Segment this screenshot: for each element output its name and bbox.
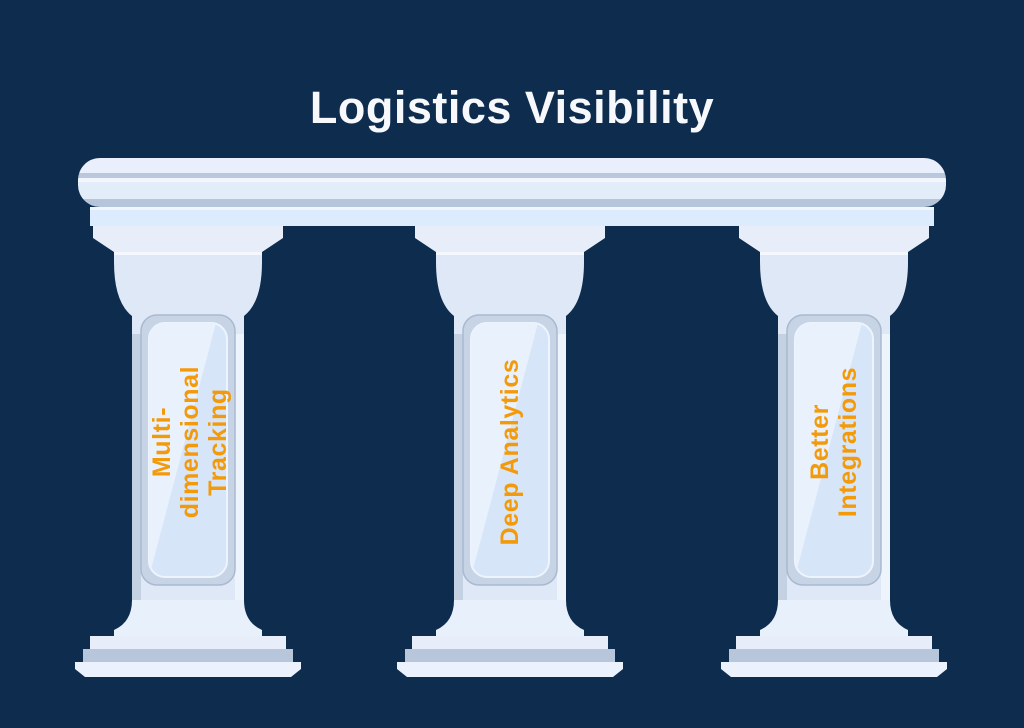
- pillar-2-label: Deep Analytics: [496, 359, 524, 546]
- pillar-1-label-line: dimensional: [176, 365, 204, 519]
- pillar-2-label-line: Deep Analytics: [496, 358, 524, 546]
- pillar-3-label-line: Integrations: [834, 366, 862, 518]
- pillar-3-label-line: Better: [806, 404, 834, 480]
- page-title: Logistics Visibility: [309, 82, 715, 133]
- pillar-3-label: Better Integrations: [806, 367, 862, 517]
- pillar-1-label-line: Tracking: [204, 388, 232, 496]
- beam: [78, 158, 946, 226]
- pillar-1-label: Multi- dimensional Tracking: [148, 366, 232, 518]
- pillar-1-label-line: Multi-: [148, 406, 176, 478]
